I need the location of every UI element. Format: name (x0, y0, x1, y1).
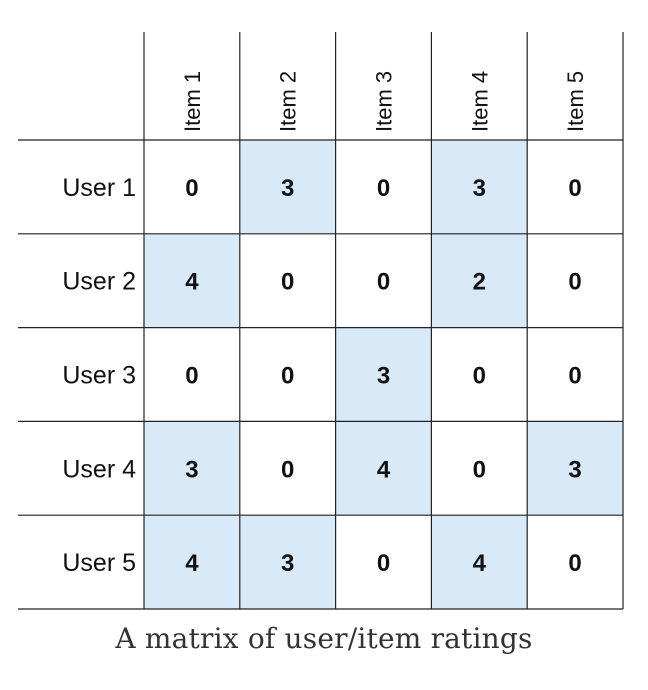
rating-value: 0 (281, 456, 294, 483)
row-header: User 4 (62, 455, 136, 483)
rating-value: 3 (185, 456, 198, 483)
rating-value: 3 (377, 363, 390, 390)
rating-value: 0 (377, 269, 390, 296)
cell-highlights (144, 140, 623, 609)
rating-value: 2 (473, 269, 486, 296)
highlighted-cell (144, 233, 240, 328)
rating-value: 0 (281, 269, 294, 296)
row-headers: User 1 User 2 User 3 User 4 User 5 (62, 174, 136, 577)
highlighted-cell (239, 140, 336, 234)
highlighted-cell (335, 421, 432, 516)
highlighted-cell (431, 140, 528, 234)
rating-value: 4 (473, 550, 487, 577)
highlighted-cell (144, 421, 240, 516)
rating-value: 3 (568, 456, 581, 483)
row-header: User 3 (62, 362, 136, 390)
highlighted-cell (239, 515, 336, 609)
column-headers: Item 1 Item 2 Item 3 Item 4 Item 5 (180, 71, 588, 132)
cell-values: 0 3 0 3 0 4 0 0 2 0 0 0 3 0 0 3 0 4 0 3 4 3 0 4 0 (185, 175, 582, 577)
column-header: Item 5 (563, 71, 588, 132)
row-header: User 2 (62, 268, 136, 296)
rating-value: 4 (377, 456, 391, 483)
highlighted-cell (335, 327, 432, 422)
row-header: User 5 (62, 549, 136, 577)
rating-value: 0 (185, 175, 198, 202)
rating-value: 4 (185, 550, 199, 577)
column-header: Item 3 (372, 71, 397, 132)
rating-value: 0 (473, 456, 486, 483)
highlighted-cell (527, 421, 623, 516)
rating-value: 0 (377, 550, 390, 577)
highlighted-cell (431, 233, 528, 328)
rating-value: 3 (281, 175, 294, 202)
rating-value: 0 (568, 269, 581, 296)
column-header: Item 2 (276, 71, 301, 132)
rating-value: 0 (473, 363, 486, 390)
rating-value: 4 (185, 269, 199, 296)
column-header: Item 4 (467, 71, 492, 132)
rating-value: 0 (377, 175, 390, 202)
rating-value: 3 (281, 550, 294, 577)
rating-value: 0 (281, 363, 294, 390)
column-header: Item 1 (180, 71, 205, 132)
matrix-grid (18, 32, 624, 610)
rating-value: 3 (473, 175, 486, 202)
matrix-caption: A matrix of user/item ratings (115, 622, 533, 655)
highlighted-cell (431, 515, 528, 609)
rating-value: 0 (568, 175, 581, 202)
highlighted-cell (144, 515, 240, 609)
rating-value: 0 (568, 550, 581, 577)
row-header: User 1 (62, 174, 136, 202)
rating-value: 0 (568, 363, 581, 390)
rating-value: 0 (185, 363, 198, 390)
